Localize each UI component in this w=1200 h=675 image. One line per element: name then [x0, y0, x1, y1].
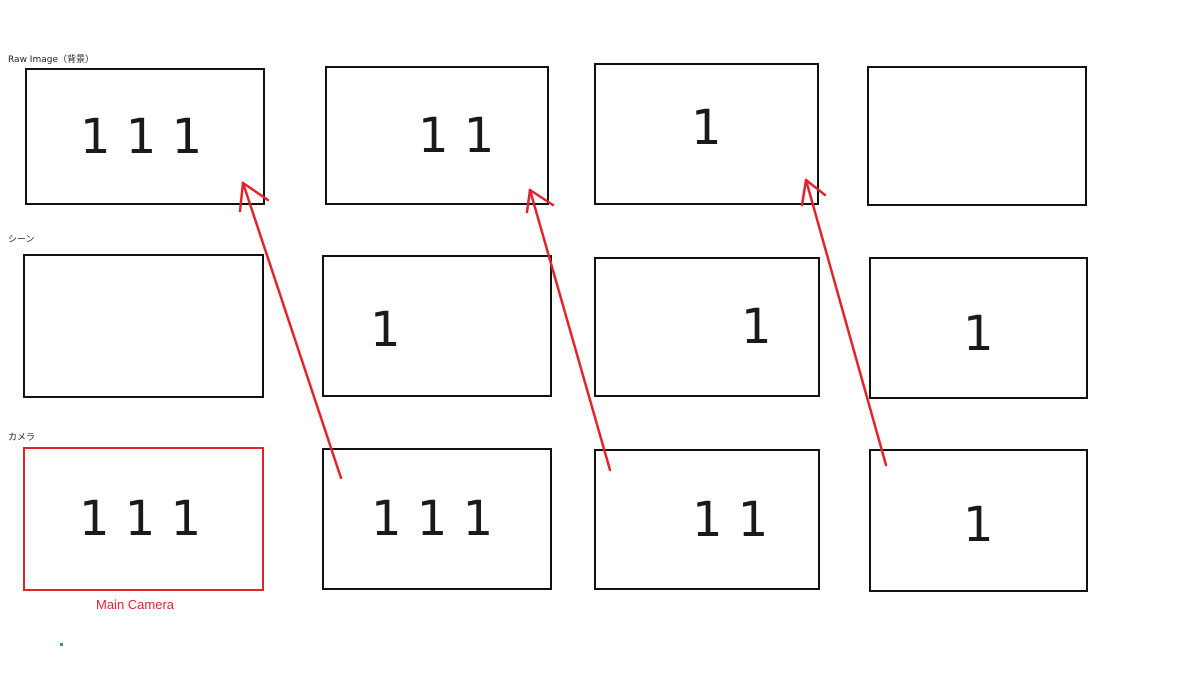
blue-dot [60, 643, 63, 646]
scene-box-4-digits: 1 [963, 305, 994, 362]
main-camera-box: 1 1 1 [23, 447, 264, 591]
scene-box-1 [23, 254, 264, 398]
raw-image-box-3-digits: 1 [691, 100, 722, 157]
raw-image-box-2-digits: 1 1 [418, 107, 495, 164]
main-camera-caption: Main Camera [96, 597, 175, 612]
raw-image-box-1: 1 1 1 [25, 68, 265, 205]
scene-box-3: 1 [594, 257, 820, 397]
scene-box-2: 1 [322, 255, 552, 397]
camera-box-4-digits: 1 [963, 496, 994, 553]
scene-box-2-digits: 1 [370, 302, 401, 359]
raw-image-box-3: 1 [594, 63, 819, 205]
camera-box-4: 1 [869, 449, 1088, 592]
raw-image-row-label: Raw Image（背景） [8, 55, 94, 65]
scene-box-3-digits: 1 [741, 299, 772, 355]
main-camera-box-digits: 1 1 1 [79, 491, 202, 547]
camera-box-3: 1 1 [594, 449, 820, 590]
raw-image-box-2: 1 1 [325, 66, 549, 205]
scene-box-4: 1 [869, 257, 1088, 399]
camera-row-label: カメラ [8, 433, 36, 443]
camera-box-2-digits: 1 1 1 [371, 491, 494, 547]
raw-image-box-4 [867, 66, 1087, 206]
raw-image-box-1-digits: 1 1 1 [80, 108, 203, 165]
scene-row-label: シーン [8, 235, 35, 245]
camera-box-2: 1 1 1 [322, 448, 552, 590]
camera-box-3-digits: 1 1 [692, 491, 769, 548]
